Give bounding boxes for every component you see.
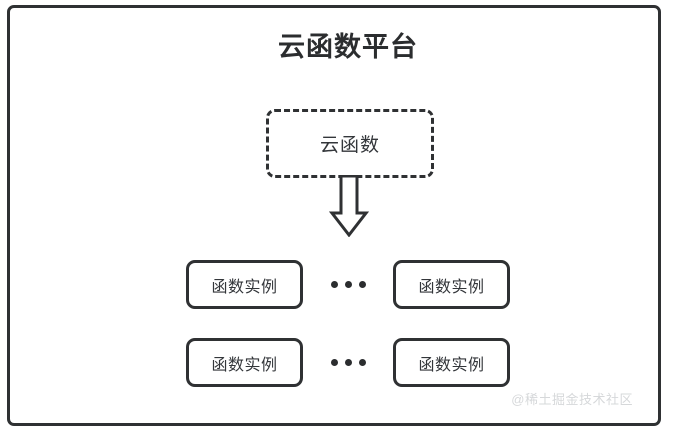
function-instance-box[interactable]: 函数实例 bbox=[186, 260, 303, 309]
down-arrow-icon bbox=[328, 174, 370, 238]
cloud-function-node-label: 云函数 bbox=[319, 135, 380, 156]
function-instance-box[interactable]: 函数实例 bbox=[393, 260, 510, 309]
cloud-function-node[interactable]: 云函数 bbox=[266, 109, 434, 178]
page-title: 云函数平台 bbox=[278, 32, 418, 62]
ellipsis-dot bbox=[330, 281, 338, 288]
function-instance-box[interactable]: 函数实例 bbox=[393, 338, 510, 387]
instance-row: 函数实例 函数实例 bbox=[186, 338, 510, 387]
ellipsis-dot bbox=[358, 281, 366, 288]
watermark: @稀土掘金技术社区 bbox=[511, 392, 633, 407]
ellipsis-dot bbox=[330, 359, 338, 366]
ellipsis-dot bbox=[358, 359, 366, 366]
ellipsis-separator bbox=[330, 359, 366, 366]
function-instance-label: 函数实例 bbox=[211, 278, 278, 296]
ellipsis-dot bbox=[344, 281, 352, 288]
function-instance-label: 函数实例 bbox=[418, 356, 485, 374]
function-instance-box[interactable]: 函数实例 bbox=[186, 338, 303, 387]
function-instance-label: 函数实例 bbox=[418, 278, 485, 296]
ellipsis-dot bbox=[344, 359, 352, 366]
ellipsis-separator bbox=[330, 281, 366, 288]
instance-row: 函数实例 函数实例 bbox=[186, 260, 510, 309]
cloud-function-platform-container: 云函数平台 云函数 函数实例 函数实例 bbox=[7, 5, 661, 426]
function-instance-label: 函数实例 bbox=[211, 356, 278, 374]
